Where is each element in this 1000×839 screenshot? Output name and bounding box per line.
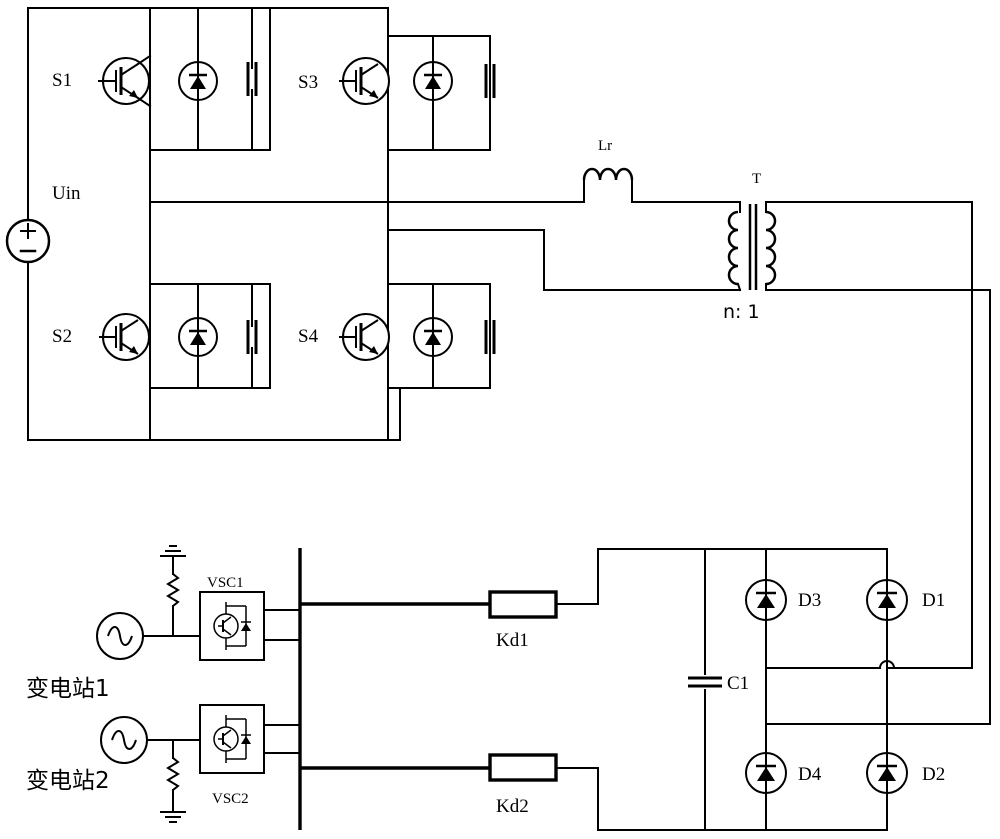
inverter-bridge: [27, 7, 741, 441]
label-t: T: [752, 171, 761, 187]
label-lr: Lr: [598, 138, 612, 154]
label-kd2: Kd2: [496, 796, 529, 817]
resistor-kd2: [488, 753, 888, 831]
label-uin: Uin: [52, 183, 81, 204]
label-s1: S1: [52, 70, 72, 91]
label-d3: D3: [798, 590, 821, 611]
inductor-lr: [387, 167, 741, 213]
ac-system: [96, 545, 490, 830]
rectifier-bridge: [686, 548, 909, 831]
label-d4: D4: [798, 764, 822, 785]
label-d1: D1: [922, 590, 945, 611]
label-s3: S3: [298, 72, 318, 93]
label-c1: C1: [727, 673, 749, 694]
label-ratio: n: 1: [723, 301, 760, 323]
label-station1: 变电站1: [26, 676, 110, 702]
label-s2: S2: [52, 326, 72, 347]
dc-source-uin: [5, 218, 51, 264]
label-station2: 变电站2: [26, 768, 110, 794]
label-kd1: Kd1: [496, 630, 529, 651]
transformer-t: [727, 201, 991, 725]
label-vsc1: VSC1: [207, 575, 244, 591]
label-d2: D2: [922, 764, 945, 785]
label-s4: S4: [298, 326, 319, 347]
label-vsc2: VSC2: [212, 791, 249, 807]
resistor-kd1: [488, 548, 888, 619]
